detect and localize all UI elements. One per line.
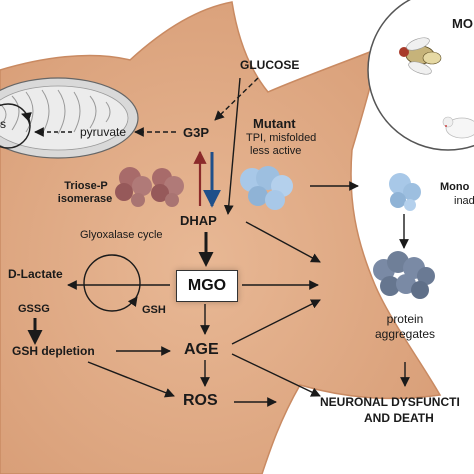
dhap-label: DHAP xyxy=(180,213,217,228)
mutant-monomer-icon xyxy=(389,173,421,211)
mitochondrion-icon xyxy=(0,77,139,159)
mgo-box: MGO xyxy=(176,270,238,302)
pathway-arrows xyxy=(27,77,410,407)
mutant-desc-line1: TPI, misfolded xyxy=(246,132,317,144)
g3p-label: G3P xyxy=(183,125,210,140)
age-label: AGE xyxy=(184,341,219,358)
model-organism-inset xyxy=(367,0,474,151)
triose-line2: isomerase xyxy=(57,193,113,205)
mouse-icon xyxy=(442,116,474,139)
gssg-label: GSSG xyxy=(18,303,50,315)
aggregate-protein-icon xyxy=(373,251,435,299)
dlactate-label: D-Lactate xyxy=(8,267,63,281)
inset-title-partial: MO xyxy=(452,16,473,31)
glucose-label: GLUCOSE xyxy=(240,58,300,72)
gsh-depletion-label: GSH depletion xyxy=(12,344,95,358)
inad-label-partial: inad xyxy=(454,195,474,207)
ros-label: ROS xyxy=(183,392,218,409)
neuronal-line2: AND DEATH xyxy=(364,411,434,425)
tpi-mutant-protein-icon xyxy=(240,166,293,210)
mito-label-partial: s xyxy=(0,117,6,131)
fly-icon xyxy=(399,37,442,75)
mutant-label: Mutant xyxy=(253,116,296,131)
protein-line1: protein xyxy=(386,312,424,326)
mutant-desc-line2: less active xyxy=(250,145,302,157)
protein-line2: aggregates xyxy=(374,327,436,341)
triose-line1: Triose-P xyxy=(64,180,108,192)
neuronal-line1: NEURONAL DYSFUNCTI xyxy=(320,395,460,409)
glyoxalase-label: Glyoxalase cycle xyxy=(80,229,163,241)
pyruvate-label: pyruvate xyxy=(80,125,127,139)
tpi-wildtype-protein-icon xyxy=(115,167,184,207)
mono-label-partial: Mono xyxy=(440,181,470,193)
gsh-label: GSH xyxy=(142,304,166,316)
